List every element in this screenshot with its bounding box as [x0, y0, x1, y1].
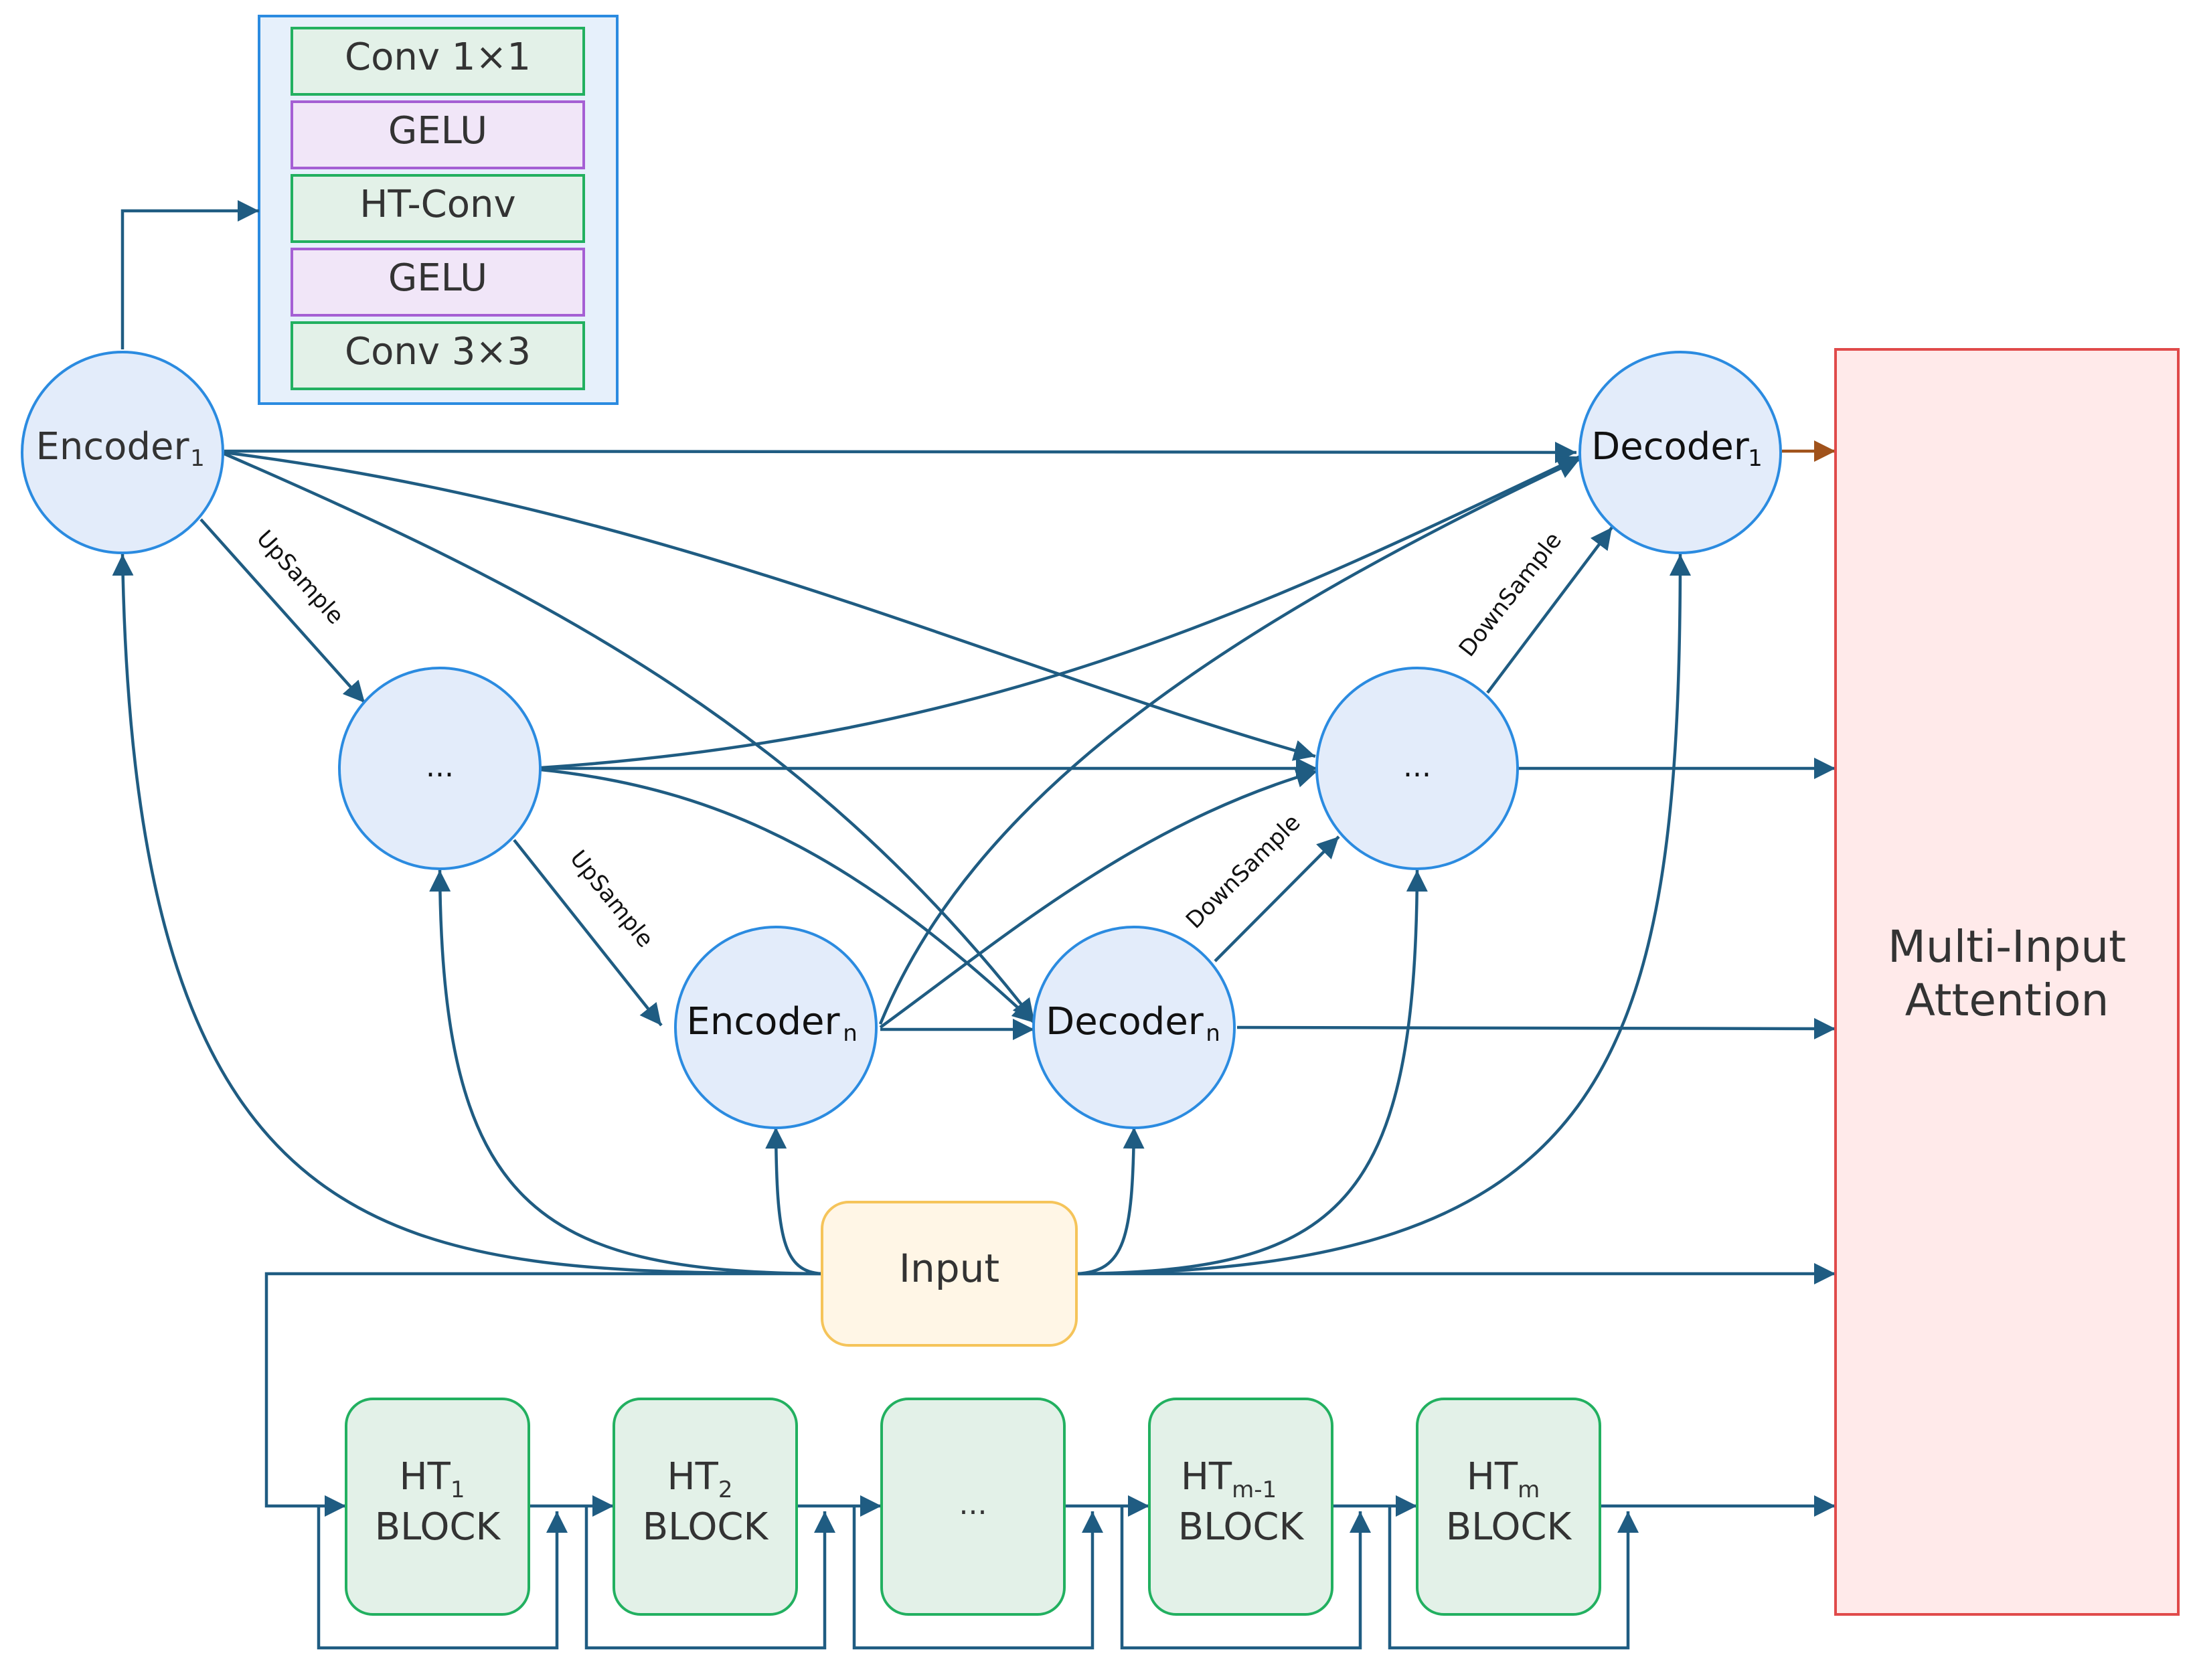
ht-block-1-subscript: 1	[451, 1477, 465, 1503]
upsample-label-2: UpSample	[564, 845, 659, 952]
encoder-detail-box: Conv 1×1 GELU HT-Conv GELU Conv 3×3	[258, 15, 619, 405]
decoder-n-label: Decoder	[1046, 1000, 1204, 1043]
residual-ht1	[317, 1506, 568, 1650]
edge-encoder1-upsample	[199, 518, 366, 704]
ht-block-5-line2: BLOCK	[1446, 1505, 1572, 1549]
node-encoder-n: Encoder n	[674, 926, 878, 1129]
encoder-1-subscript: 1	[190, 445, 205, 472]
decoder-1-label: Decoder	[1591, 425, 1750, 469]
layer-gelu-1-label: GELU	[388, 109, 487, 153]
node-decoder-mid: ...	[1315, 667, 1519, 870]
ht-block-2-line2: BLOCK	[643, 1505, 769, 1549]
edge-encmid-upsample	[513, 839, 663, 1027]
residual-htm1	[1120, 1506, 1371, 1650]
edge-encn-decmid	[879, 766, 1318, 1029]
edge-input-decmid	[1076, 869, 1428, 1276]
input-label: Input	[899, 1246, 999, 1291]
edge-encmid-decodern	[540, 768, 1036, 1024]
edge-encn-decoder1	[878, 457, 1580, 1025]
edge-decn-attention	[1236, 1017, 1836, 1039]
encoder-n-subscript: n	[843, 1020, 858, 1047]
edge-input-decoder1	[1076, 554, 1691, 1276]
edges	[112, 200, 1836, 1650]
edge-input-encn	[765, 1126, 823, 1276]
attention-box: Multi-Input Attention	[1834, 348, 2180, 1616]
ht-block-3: ...	[880, 1398, 1066, 1616]
decoder-n-subscript: n	[1206, 1020, 1220, 1047]
layer-conv1x1: Conv 1×1	[291, 27, 585, 96]
layer-ht-conv: HT-Conv	[291, 174, 585, 243]
ht-block-2-subscript: 2	[718, 1477, 733, 1503]
ht-block-4-line2: BLOCK	[1178, 1505, 1305, 1549]
edge-encoder1-decoder1	[224, 441, 1577, 463]
layer-gelu-2-label: GELU	[388, 256, 487, 300]
node-encoder-1: Encoder 1	[21, 351, 224, 554]
encoder-mid-label: ...	[426, 750, 454, 784]
input-box: Input	[821, 1201, 1078, 1347]
edge-encmid-decoder1	[540, 454, 1580, 770]
edge-input-encmid	[429, 869, 823, 1276]
residual-htm	[1388, 1506, 1639, 1650]
edge-input-htchain	[264, 1272, 822, 1517]
encoder-1-label: Encoder	[36, 425, 190, 469]
ht-block-1-line2: BLOCK	[375, 1505, 501, 1549]
ht-block-3-name: ...	[959, 1487, 987, 1521]
attention-line2: Attention	[1905, 975, 2109, 1026]
layer-conv1x1-label: Conv 1×1	[345, 35, 531, 79]
edge-encoder1-decodern	[224, 452, 1036, 1022]
residual-htdots	[852, 1506, 1103, 1650]
node-decoder-n: Decoder n	[1032, 926, 1236, 1129]
edge-encoder1-decodermid	[224, 450, 1316, 761]
decoder-1-subscript: 1	[1748, 445, 1763, 472]
attention-line1: Multi-Input	[1888, 921, 2126, 973]
downsample-label-2: DownSample	[1454, 527, 1567, 662]
node-decoder-1: Decoder 1	[1578, 351, 1782, 554]
ht-block-5-subscript: m	[1518, 1477, 1540, 1503]
layer-conv3x3: Conv 3×3	[291, 321, 585, 390]
edge-encoder1-detail	[120, 200, 259, 349]
downsample-label-1: DownSample	[1181, 809, 1306, 934]
decoder-mid-label: ...	[1403, 750, 1431, 784]
upsample-label-1: UpSample	[251, 525, 349, 630]
edge-input-encoder1	[112, 554, 823, 1276]
layer-gelu-1: GELU	[291, 100, 585, 169]
ht-block-4-subscript: m-1	[1232, 1477, 1277, 1503]
edge-input-decn	[1076, 1126, 1145, 1276]
residual-ht2	[584, 1506, 835, 1650]
layer-conv3x3-label: Conv 3×3	[345, 330, 531, 373]
encoder-n-label: Encoder	[687, 1000, 841, 1043]
edge-decmid-downsample	[1486, 526, 1613, 694]
edge-decn-downsample	[1214, 835, 1340, 962]
layer-gelu-2: GELU	[291, 248, 585, 317]
node-encoder-mid: ...	[338, 667, 542, 870]
layer-ht-conv-label: HT-Conv	[359, 183, 515, 226]
